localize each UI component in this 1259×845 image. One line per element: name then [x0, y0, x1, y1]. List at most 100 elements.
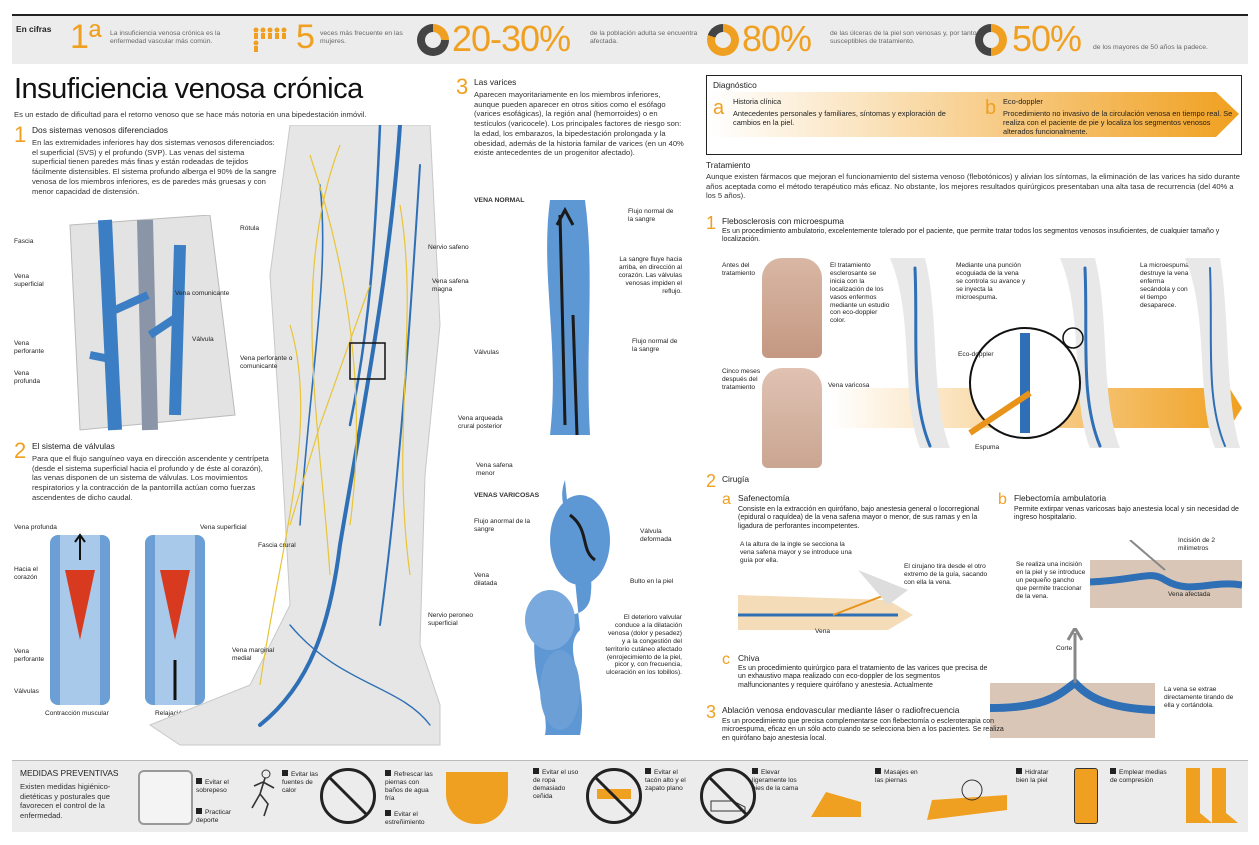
section-text-2: Para que el flujo sanguíneo vaya en dire… — [32, 454, 269, 502]
label-vena-profunda: Vena profunda — [14, 370, 41, 385]
stat-value-4: 80% — [742, 18, 812, 59]
intro-text: Es un estado de dificultad para el retor… — [14, 110, 367, 119]
valve-diagram — [50, 530, 220, 710]
label-marginal-medial: Vena marginal medial — [232, 647, 275, 662]
stat-text-2: veces más frecuente en las mujeres. — [320, 30, 403, 46]
label-ingle: A la altura de la ingle se secciona la v… — [740, 541, 852, 564]
diag-a-text: Antecedentes personales y familiares, sí… — [733, 109, 946, 127]
donut-chart-80 — [707, 24, 739, 56]
stat-value-1: 1ª — [70, 18, 102, 56]
elevated-legs-icon — [806, 772, 866, 824]
label-flujo-anormal: Flujo anormal de la sangre — [474, 518, 531, 533]
stat-value-3: 20-30% — [452, 18, 571, 59]
stat-text-5: de los mayores de 50 años la padece. — [1093, 44, 1208, 51]
chiva-title: Chiva — [738, 653, 760, 663]
stat-text-4: de las úlceras de la piel son venosas y,… — [830, 30, 979, 46]
label-vena-afectada: Vena afectada — [1168, 591, 1211, 598]
flebectomia-title: Flebectomía ambulatoria — [1014, 493, 1107, 503]
safenectomia-title: Safenectomía — [738, 493, 790, 503]
diag-letter-b: b — [985, 97, 997, 119]
stat-value-2: 5 — [296, 18, 315, 56]
label-vena-superficial: Vena superficial — [14, 273, 44, 288]
chiva-text: Es un procedimiento quirúrgico para el t… — [738, 665, 988, 689]
diag-a-title: Historia clínica — [733, 97, 782, 106]
surgery-leg-illustration — [738, 570, 918, 645]
section-title-1: Dos sistemas venosos diferenciados — [32, 125, 168, 135]
label-incision: Incisión de 2 milímetros — [1178, 537, 1216, 552]
label-s2-vena-superficial: Vena superficial — [200, 524, 247, 531]
donut-chart-50 — [975, 24, 1007, 56]
runner-icon — [248, 768, 278, 818]
medidas-title: MEDIDAS PREVENTIVAS — [20, 768, 119, 778]
varicose-vein-illustration — [520, 480, 620, 740]
label-contraccion: Contracción muscular — [45, 710, 109, 717]
label-flujo-normal-2: Flujo normal de la sangre — [632, 338, 678, 353]
phlebectomy-illustration-1 — [1089, 539, 1243, 608]
medida-9: Masajes en las piernas — [875, 769, 918, 784]
legs-photo-before — [762, 258, 822, 358]
label-valvula: Válvula — [192, 336, 214, 343]
medida-7: Evitar el tacón alto y el zapato plano — [645, 769, 686, 792]
label-microespuma: La microespuma destruye la vena enferma … — [1140, 262, 1189, 309]
label-esclerosante: El tratamiento esclerosante se inicia co… — [830, 262, 890, 325]
diagnostico-box: Diagnóstico a Historia clínica Anteceden… — [706, 75, 1242, 155]
label-vena-dilatada: Vena dilatada — [474, 572, 498, 587]
t3-text: Es un procedimiento que precisa compleme… — [722, 718, 1004, 742]
label-gancho: Se realiza una incisión en la piel y se … — [1016, 561, 1086, 600]
section-title-2: El sistema de válvulas — [32, 441, 115, 451]
label-cirujano-tira: El cirujano tira desde el otro extremo d… — [904, 563, 988, 586]
phlebectomy-illustration-2 — [989, 625, 1156, 738]
label-sangre-fluye: La sangre fluye hacia arriba, en direcci… — [618, 256, 682, 295]
no-tight-clothes-icon — [586, 768, 642, 824]
diag-letter-a: a — [713, 97, 725, 119]
section-text-3: Aparecen mayoritariamente en los miembro… — [474, 90, 684, 158]
section-number-3: 3 — [456, 74, 469, 99]
treatment-number-1: 1 — [706, 213, 717, 233]
label-deterioro: El deterioro valvular conduce a la dilat… — [605, 614, 682, 677]
t3-title: Ablación venosa endovascular mediante lá… — [722, 705, 960, 715]
section-number-2: 2 — [14, 438, 27, 463]
tratamiento-text: Aunque existen fármacos que mejoran el f… — [706, 172, 1240, 201]
label-s2-vena-perforante: Vena perforante — [14, 648, 45, 663]
label-vena-varicosa: Vena varicosa — [828, 382, 870, 389]
label-vena-comunicante: Vena comunicante — [175, 290, 230, 297]
stats-label: En cifras — [16, 24, 52, 34]
label-bulto-piel: Bulto en la piel — [630, 578, 674, 585]
letter-a: a — [722, 491, 731, 508]
section-text-1: En las extremidades inferiores hay dos s… — [32, 138, 277, 196]
stat-text-3: de la población adulta se encuentra afec… — [590, 30, 698, 46]
vein-systems-illustration — [60, 214, 240, 435]
label-s2-vena-profunda: Vena profunda — [14, 524, 57, 531]
safenectomia-text: Consiste en la extracción en quirófano, … — [738, 506, 980, 530]
letter-c: c — [722, 651, 730, 668]
flebectomia-text: Permite extirpar venas varicosas bajo an… — [1014, 506, 1239, 522]
t2-title: Cirugía — [722, 474, 749, 484]
label-puncion: Mediante una punción ecoguiada de la ven… — [956, 262, 1026, 301]
label-ecodoppler: Eco-doppler — [958, 351, 994, 358]
medida-4: Refrescar las piernas con baños de agua … — [385, 771, 433, 802]
medida-3: Evitar las fuentes de calor — [282, 771, 319, 794]
label-vena-safena: Vena — [815, 628, 831, 635]
medida-10: Hidratar bien la piel — [1016, 769, 1049, 784]
label-vena-perforante-leg: Vena perforante o comunicante — [240, 355, 293, 370]
medidas-text: Existen medidas higiénico-dietéticas y p… — [20, 782, 111, 821]
section-number-1: 1 — [14, 122, 27, 147]
label-vena-extrae: La vena se extrae directamente tirando d… — [1164, 686, 1234, 709]
label-nervio-peroneo: Nervio peroneo superficial — [428, 612, 474, 627]
normal-vein-illustration — [535, 195, 605, 445]
scale-icon — [138, 770, 193, 825]
legs-photo-after — [762, 368, 822, 468]
label-safena-menor: Vena safena menor — [476, 462, 513, 477]
diag-b-text: Procedimiento no invasivo de la circulac… — [1003, 109, 1233, 136]
label-relajacion: Relajación — [155, 710, 186, 717]
label-despues: Cinco meses después del tratamiento — [722, 368, 761, 391]
medida-1: Evitar el sobrepeso — [196, 779, 229, 794]
compression-stockings-icon — [1176, 768, 1246, 828]
foot-bath-icon — [446, 772, 508, 824]
label-fascia-crural: Fascia crural — [258, 542, 296, 549]
treatment-number-2: 2 — [706, 471, 717, 491]
medida-8: Elevar ligeramente los pies de la cama — [752, 769, 799, 792]
cream-tube-icon — [1074, 768, 1098, 824]
label-valvulas: Válvulas — [14, 688, 39, 695]
label-espuma: Espuma — [975, 444, 1000, 451]
